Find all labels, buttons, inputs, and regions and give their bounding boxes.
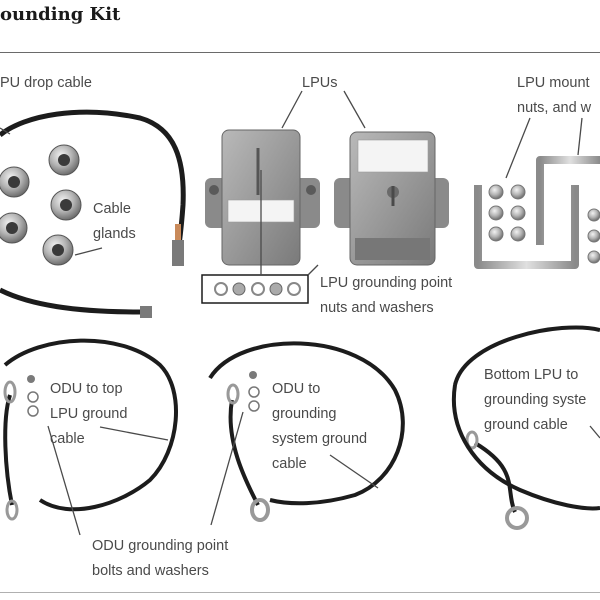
page-title: ounding Kit bbox=[0, 4, 121, 25]
label-odu-top-lpu-line1: ODU to top bbox=[50, 381, 123, 397]
label-odu-system-line4: cable bbox=[272, 456, 307, 472]
leader-lpu-mount-1 bbox=[505, 117, 531, 179]
leader-cable-glands bbox=[74, 247, 103, 256]
leader-lpu-drop-cable bbox=[0, 127, 11, 135]
label-lpu-mount-line2: nuts, and w bbox=[517, 100, 592, 116]
lpu-nuts-washers bbox=[201, 274, 309, 304]
label-odu-system-line2: grounding bbox=[272, 406, 337, 422]
leader-odu-system bbox=[329, 454, 379, 489]
label-odu-system-line3: system ground bbox=[272, 431, 368, 447]
label-lpu-grounding-nuts-line1: LPU grounding point bbox=[320, 275, 453, 291]
odu-system-cable bbox=[208, 341, 405, 522]
label-cable-glands-line1: Cable bbox=[93, 201, 131, 217]
label-lpu-mount-line1: LPU mount bbox=[517, 75, 590, 91]
label-lpu-drop-cable: PU drop cable bbox=[0, 75, 92, 91]
leader-odu-bolts-left bbox=[47, 425, 81, 536]
leader-bottom-lpu bbox=[589, 425, 600, 439]
label-odu-top-lpu-line2: LPU ground bbox=[50, 406, 128, 422]
leader-lpu-nuts-box bbox=[307, 264, 319, 276]
cable-glands bbox=[0, 144, 82, 266]
lpu-unit-left bbox=[205, 129, 320, 266]
leader-lpu-mount-2 bbox=[577, 117, 583, 156]
lpu-drop-cable bbox=[0, 109, 186, 318]
label-cable-glands-line2: glands bbox=[93, 226, 136, 242]
label-lpus: LPUs bbox=[302, 75, 338, 91]
label-odu-bolts-line1: ODU grounding point bbox=[92, 538, 229, 554]
title-divider bbox=[0, 52, 600, 53]
label-bottom-lpu-line2: grounding syste bbox=[484, 392, 587, 408]
label-bottom-lpu-line1: Bottom LPU to bbox=[484, 367, 579, 383]
lpu-mount-kit bbox=[474, 156, 600, 269]
bottom-lpu-cable bbox=[451, 325, 600, 530]
bottom-divider bbox=[0, 592, 600, 593]
leader-lpus-right bbox=[343, 90, 366, 129]
label-bottom-lpu-line3: ground cable bbox=[484, 417, 568, 433]
leader-odu-bolts-right bbox=[210, 411, 244, 526]
leader-lpus-left bbox=[281, 90, 303, 129]
label-odu-system-line1: ODU to bbox=[272, 381, 321, 397]
lpu-unit-right bbox=[334, 131, 449, 266]
label-lpu-grounding-nuts-line2: nuts and washers bbox=[320, 300, 434, 316]
label-odu-bolts-line2: bolts and washers bbox=[92, 563, 209, 579]
odu-top-lpu-cable bbox=[3, 338, 178, 521]
label-odu-top-lpu-line3: cable bbox=[50, 431, 85, 447]
leader-odu-top-lpu bbox=[99, 426, 169, 441]
